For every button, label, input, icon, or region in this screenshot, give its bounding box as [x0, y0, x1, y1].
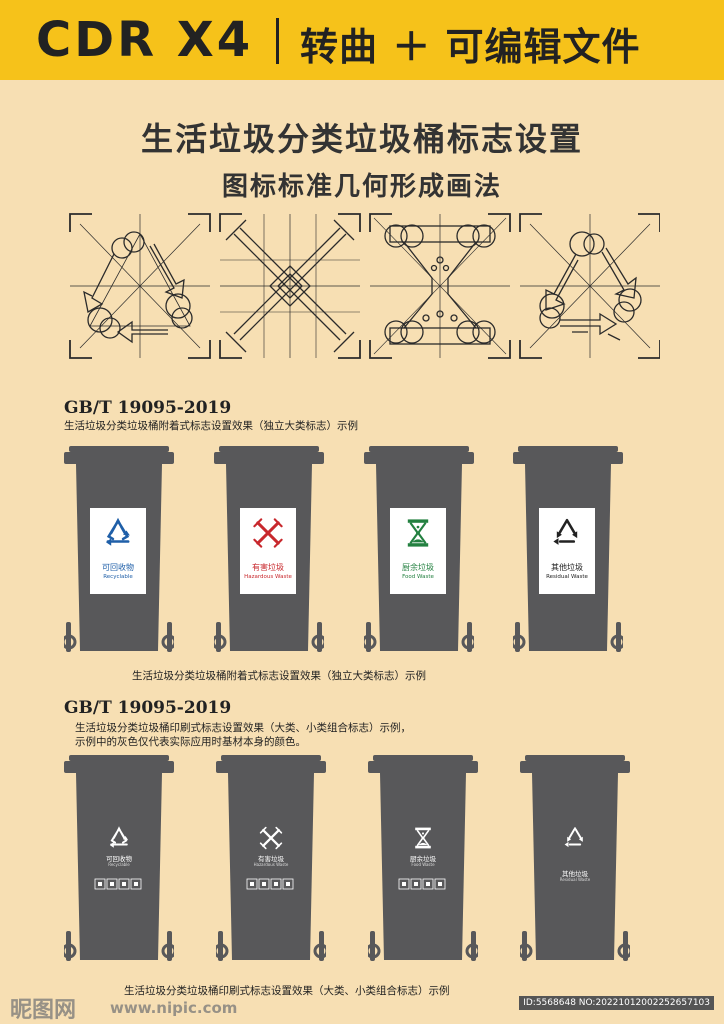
residual-icon: [550, 516, 584, 554]
bin-label-chinese: 其他垃圾: [551, 563, 583, 572]
bin-label-chinese: 厨余垃圾: [402, 563, 434, 572]
printed-label-chinese: 厨余垃圾: [410, 855, 436, 863]
residual-construction-icon: [519, 213, 660, 359]
geometric-construction-icons: [69, 213, 660, 359]
bin-label-english: Hazardous Waste: [244, 574, 292, 580]
printed-label-english: Hazardous Waste: [253, 862, 289, 867]
recycle-icon: [101, 516, 135, 554]
sub-category-icons: [398, 875, 448, 890]
section2-caption: 生活垃圾分类垃圾桶印刷式标志设置效果（大类、小类组合标志）示例: [124, 985, 450, 997]
food-waste-icon: [401, 516, 435, 554]
top-banner: CDR X4 转曲 ＋ 可编辑文件: [0, 0, 724, 80]
printed-label-english: Residual Waste: [559, 877, 591, 882]
banner-divider: [276, 18, 279, 64]
banner-version-text: CDR X4: [36, 12, 254, 68]
bin-label-english: Residual Waste: [546, 574, 588, 580]
food-waste-icon: [410, 825, 436, 855]
page-subtitle: 图标标准几何形成画法: [221, 172, 502, 202]
section1-caption: 生活垃圾分类垃圾桶附着式标志设置效果（独立大类标志）示例: [132, 670, 426, 682]
section1-standard: GB/T 19095-2019: [64, 398, 232, 418]
printed-label-chinese: 可回收物: [106, 855, 132, 863]
printed-label-chinese: 有害垃圾: [258, 855, 284, 863]
watermark-site: 昵图网: [10, 998, 77, 1023]
trash-bin-4: 其他垃圾 Residual Waste: [513, 446, 623, 656]
section1-description: 生活垃圾分类垃圾桶附着式标志设置效果（独立大类标志）示例: [64, 420, 358, 432]
trash-bin-1: 可回收物 Recyclable: [64, 446, 174, 656]
section2-description-line2: 示例中的灰色仅代表实际应用时基材本身的颜色。: [75, 736, 306, 748]
watermark-url: www.nipic.com: [110, 999, 238, 1017]
page-title: 生活垃圾分类垃圾桶标志设置: [140, 120, 583, 158]
bin-label-card: 可回收物 Recyclable: [90, 508, 146, 594]
bin-label-card: 其他垃圾 Residual Waste: [539, 508, 595, 594]
bin-label-english: Recyclable: [103, 574, 133, 580]
recycle-icon: [106, 825, 132, 855]
residual-icon: [562, 825, 588, 855]
food-waste-construction-icon: [369, 213, 511, 359]
printed-label-english: Food Waste: [411, 862, 435, 867]
bin-label-card: 厨余垃圾 Food Waste: [390, 508, 446, 594]
section2-description-line1: 生活垃圾分类垃圾桶印刷式标志设置效果（大类、小类组合标志）示例，: [75, 722, 411, 734]
watermark-id: ID:5568648 NO:20221012002252657103: [519, 996, 714, 1010]
trash-bin-3: 厨余垃圾 Food Waste: [364, 446, 474, 656]
trash-bin-2: 有害垃圾 Hazardous Waste: [214, 446, 324, 656]
hazard-icon: [251, 516, 285, 554]
bin-label-english: Food Waste: [402, 574, 434, 580]
hazard-construction-icon: [219, 213, 361, 359]
section2-standard: GB/T 19095-2019: [64, 698, 232, 718]
sub-category-icons: [94, 875, 144, 890]
sub-category-icons: [246, 875, 296, 890]
bin-label-card: 有害垃圾 Hazardous Waste: [240, 508, 296, 594]
recycle-construction-icon: [69, 213, 211, 359]
printed-label-english: Recyclable: [108, 862, 130, 867]
bin-label-chinese: 可回收物: [102, 563, 134, 572]
watermark-bar: 昵图网 www.nipic.com ID:5568648 NO:20221012…: [0, 990, 724, 1024]
hazard-icon: [258, 825, 284, 855]
bin-label-chinese: 有害垃圾: [252, 563, 284, 572]
banner-feature-text: 转曲 ＋ 可编辑文件: [300, 25, 641, 69]
printed-label-chinese: 其他垃圾: [562, 870, 588, 878]
